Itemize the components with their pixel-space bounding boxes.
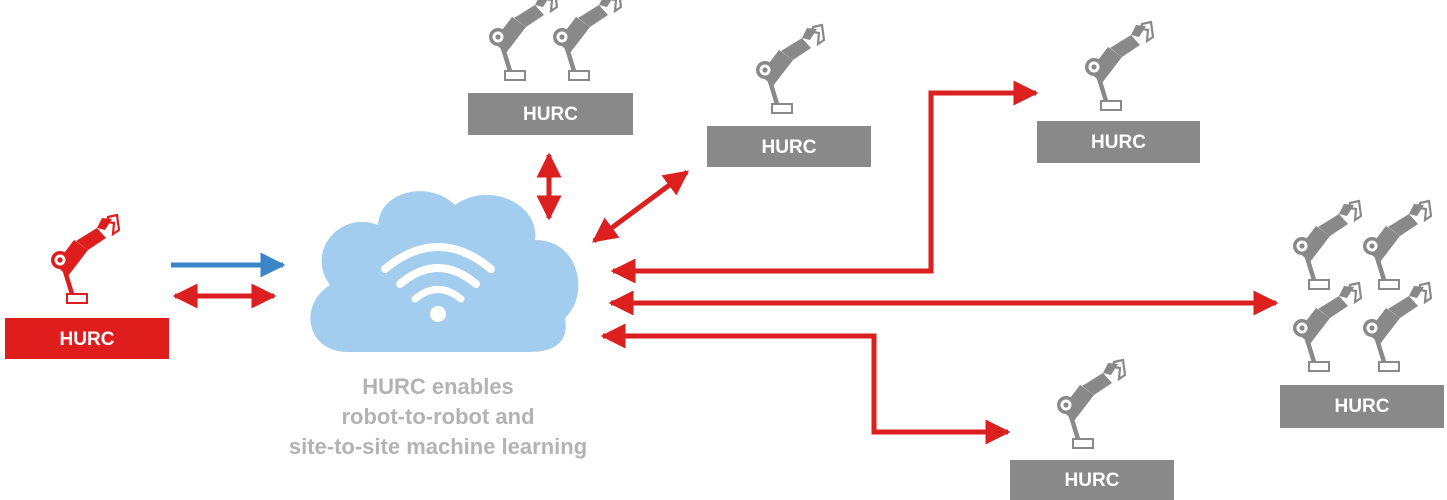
robot-arm-icon <box>553 0 621 80</box>
robot-arm-icon <box>1363 201 1431 289</box>
robot-arm-icon <box>1293 283 1361 371</box>
bottom-hurc-box <box>1010 460 1174 500</box>
local-hurc-label: HURC <box>59 329 115 350</box>
right-upper-node <box>1037 22 1200 163</box>
caption-line-2: robot-to-robot and <box>341 404 535 429</box>
caption-line-1: HURC enables <box>362 374 514 399</box>
right-upper-exchange-arrow <box>610 80 1039 284</box>
wifi-icon <box>381 243 495 322</box>
robot-arm-icon <box>51 215 119 303</box>
caption-line-3: site-to-site machine learning <box>288 434 588 459</box>
right-cluster-hurc-label: HURC <box>1334 396 1390 417</box>
robot-arm-icon <box>1293 201 1361 289</box>
right-upper-hurc-label: HURC <box>1091 132 1146 153</box>
robot-arm-icon <box>1363 283 1431 371</box>
robot-arm-icon <box>1057 360 1125 448</box>
local-hurc-box <box>5 318 169 359</box>
right-cluster-node <box>1280 201 1444 428</box>
top-single-hurc-label: HURC <box>761 137 817 158</box>
top-double-node <box>468 0 633 135</box>
robot-arm-icon <box>756 25 824 113</box>
top-double-hurc-box <box>468 93 633 135</box>
right-cluster-hurc-box <box>1280 385 1444 428</box>
bottom-exchange-arrow <box>600 323 1011 445</box>
robot-arm-icon <box>489 0 557 80</box>
top-double-hurc-label: HURC <box>523 104 578 125</box>
bottom-node <box>1010 360 1174 500</box>
local-node <box>5 215 169 359</box>
top-single-exchange-arrow <box>591 169 690 244</box>
right-upper-hurc-box <box>1037 121 1200 163</box>
robot-arm-icon <box>1085 22 1153 110</box>
caption: HURC enables robot-to-robot and site-to-… <box>250 372 626 462</box>
bottom-hurc-label: HURC <box>1064 470 1120 491</box>
cloud <box>310 191 579 352</box>
